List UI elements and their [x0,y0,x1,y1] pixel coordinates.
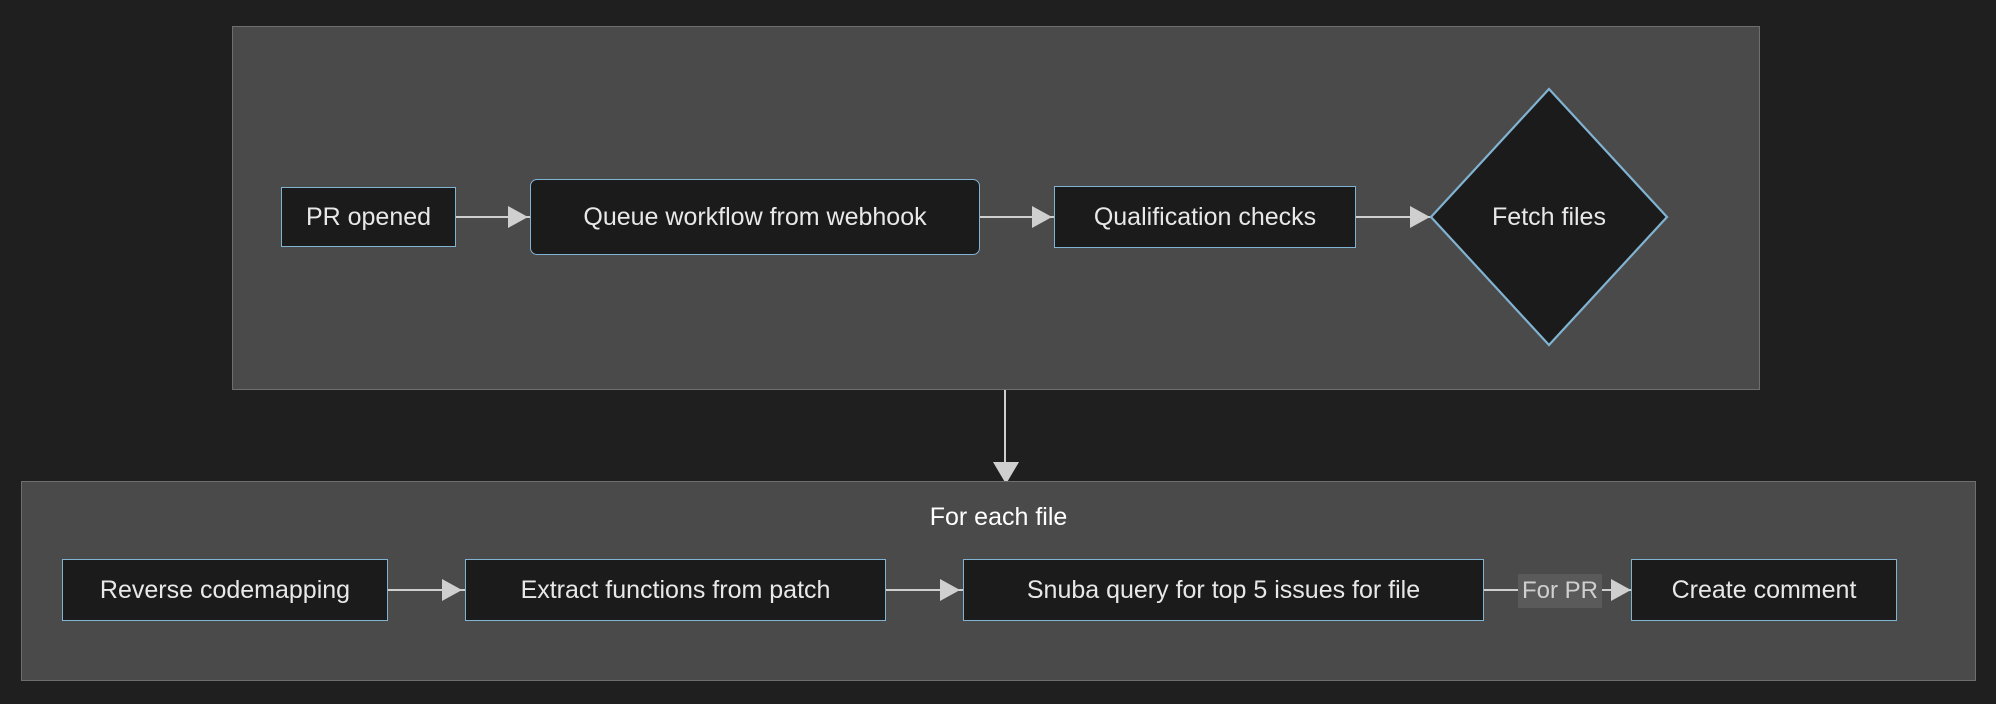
node-reverse-codemapping-label: Reverse codemapping [99,575,351,604]
node-queue-workflow-label: Queue workflow from webhook [583,202,927,231]
subgraph-bottom-title: For each file [929,503,1068,531]
edge-line [886,589,963,592]
node-extract-functions[interactable]: Extract functions from patch [465,559,886,621]
node-extract-functions-label: Extract functions from patch [520,575,831,604]
arrowhead-icon [940,579,960,601]
node-create-comment[interactable]: Create comment [1631,559,1897,621]
node-queue-workflow[interactable]: Queue workflow from webhook [530,179,980,255]
edge-line [456,216,530,219]
edge-line [1356,216,1432,219]
arrowhead-icon [1410,206,1430,228]
arrowhead-icon [1611,579,1631,601]
arrowhead-icon [442,579,462,601]
diamond-shape-icon [1429,87,1669,347]
arrowhead-icon [508,206,528,228]
edge-line [1004,390,1007,470]
node-qualification-checks[interactable]: Qualification checks [1054,186,1356,248]
node-fetch-files[interactable]: Fetch files [1429,87,1669,347]
node-reverse-codemapping[interactable]: Reverse codemapping [62,559,388,621]
edge-line [980,216,1054,219]
node-snuba-query-label: Snuba query for top 5 issues for file [1026,575,1421,604]
node-fetch-files-label: Fetch files [1492,202,1606,231]
edge-line [388,589,465,592]
node-pr-opened-label: PR opened [305,202,432,231]
node-pr-opened[interactable]: PR opened [281,187,456,247]
node-create-comment-label: Create comment [1671,575,1857,604]
node-snuba-query[interactable]: Snuba query for top 5 issues for file [963,559,1484,621]
arrowhead-icon [993,462,1019,484]
subgraph-bottom-container: For each file Reverse codemapping Extrac… [21,481,1976,681]
edge-label-for-pr: For PR [1518,574,1603,608]
subgraph-top-container: PR opened Queue workflow from webhook Qu… [232,26,1760,390]
arrowhead-icon [1032,206,1052,228]
node-qualification-checks-label: Qualification checks [1093,202,1317,231]
